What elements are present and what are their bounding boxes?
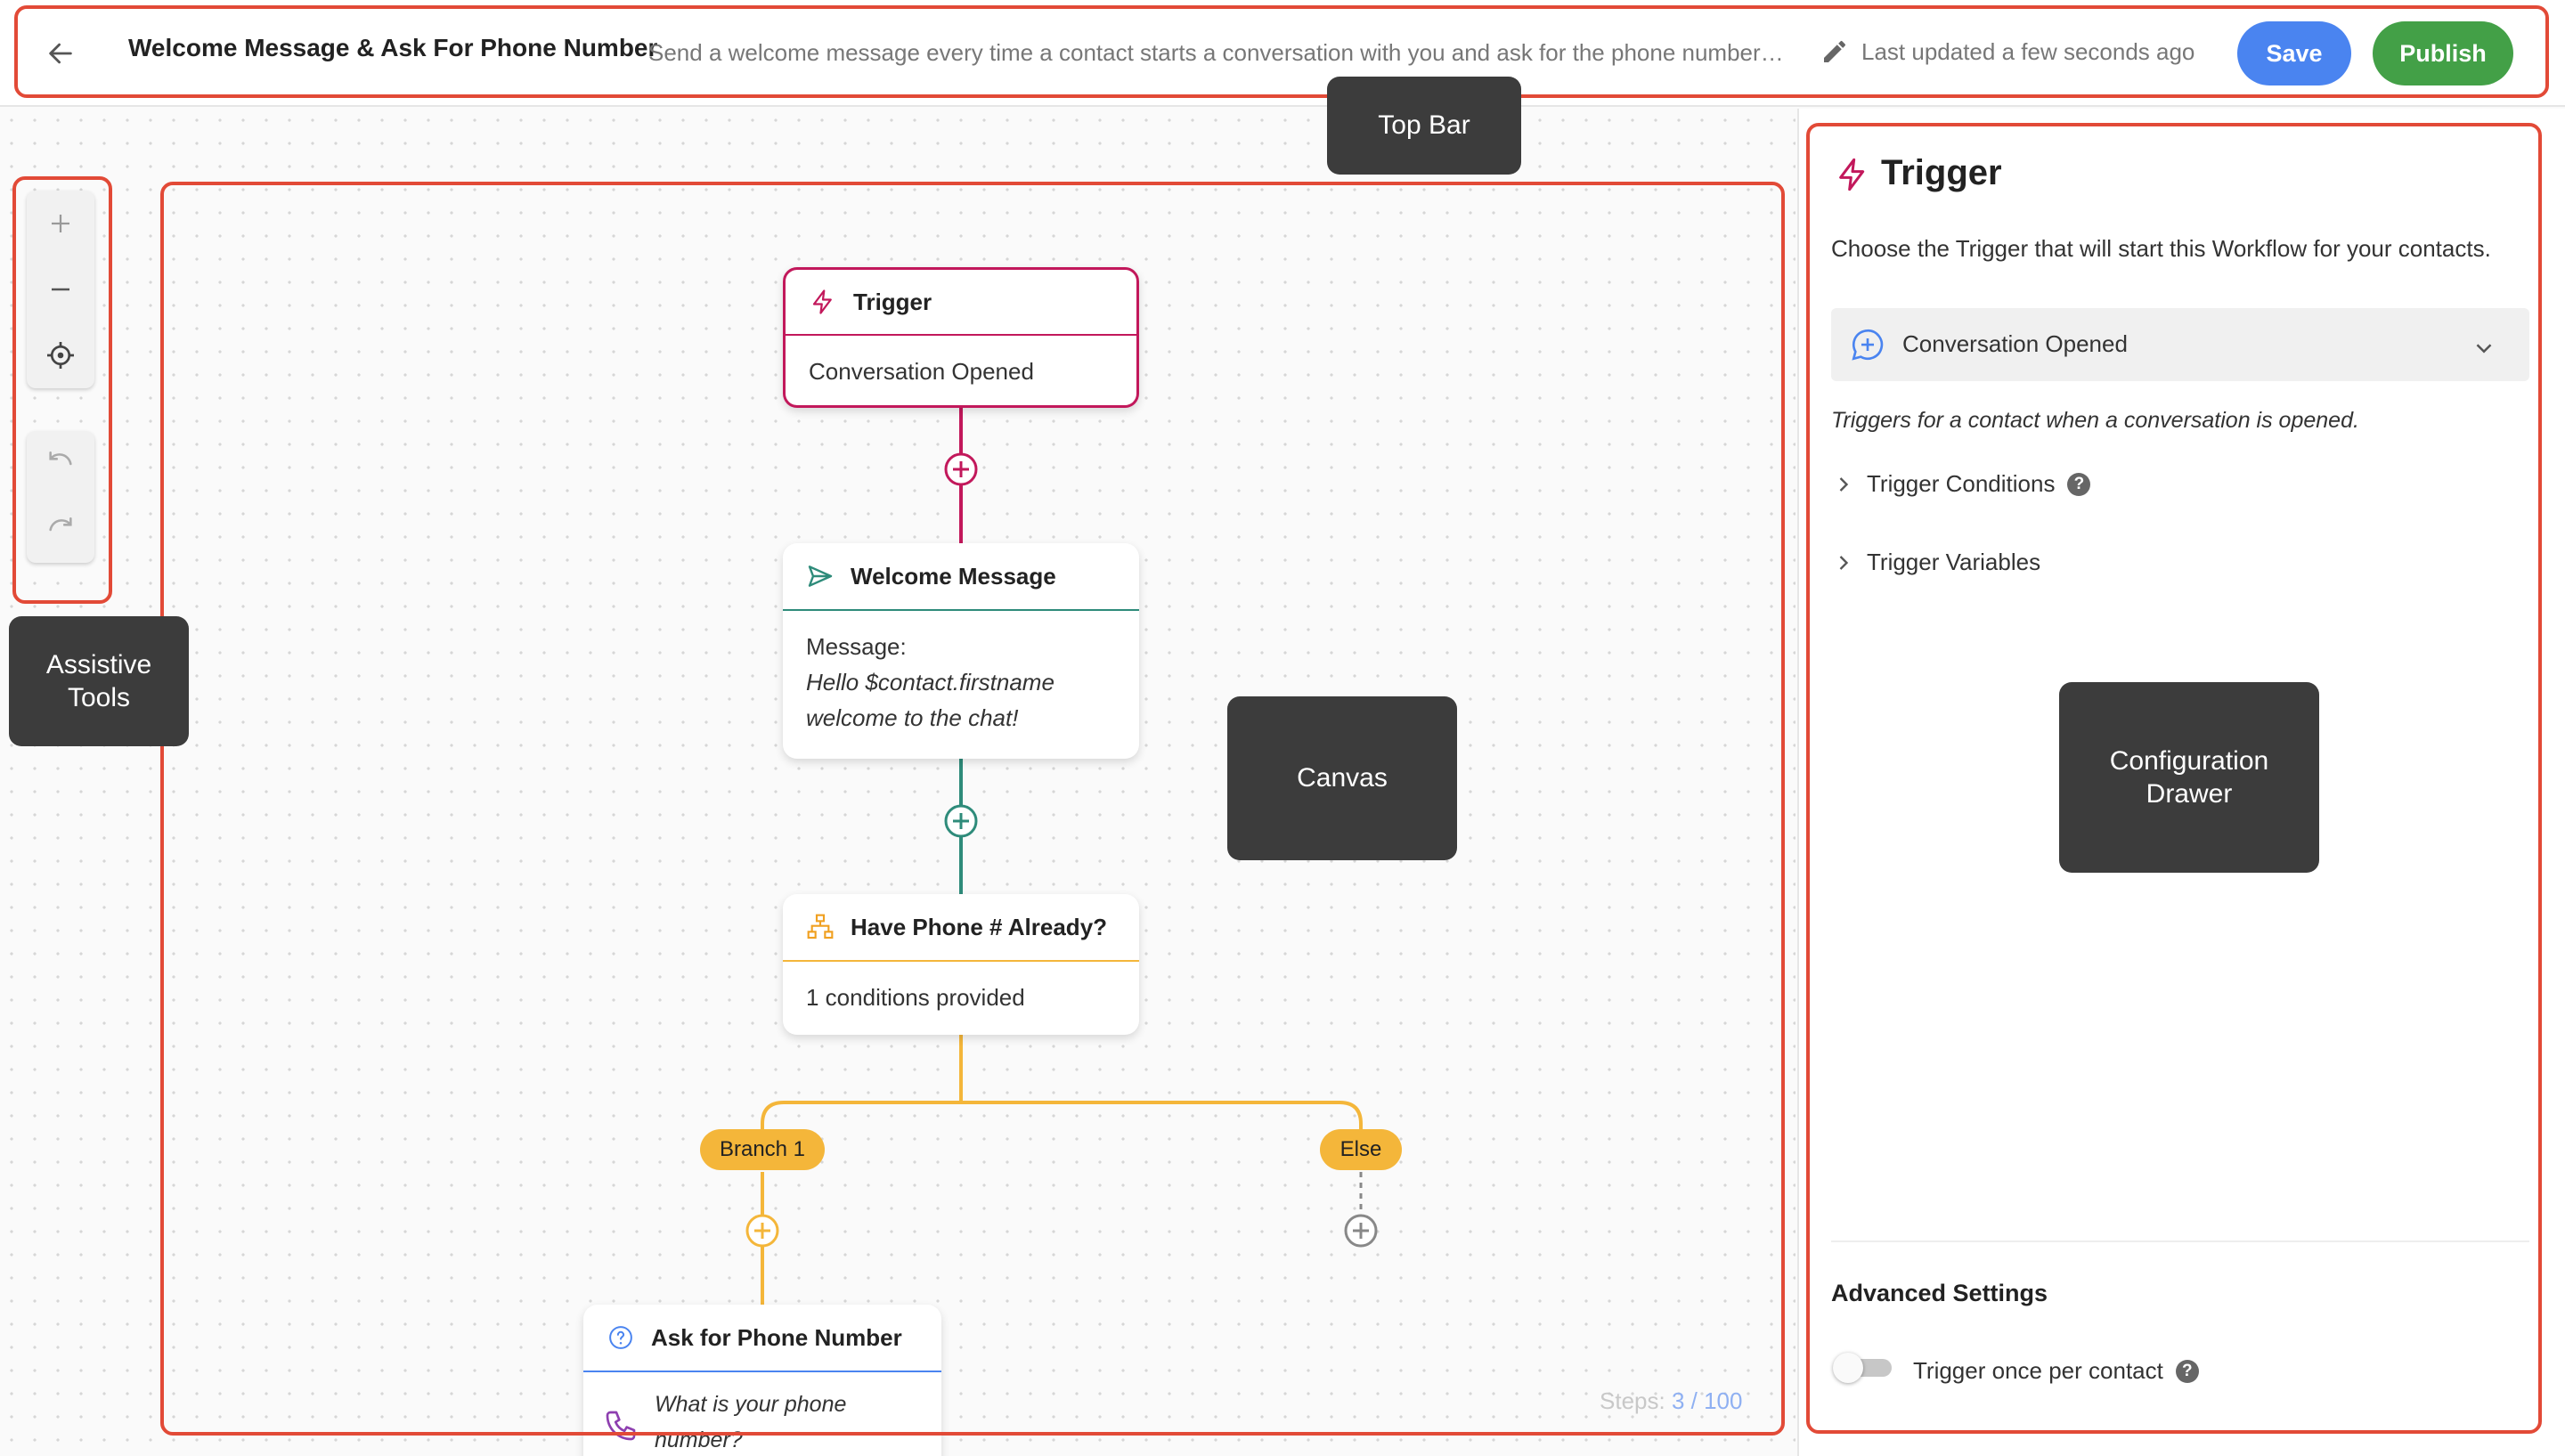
- callout-line: Assistive: [45, 649, 152, 679]
- node-body: 1 conditions provided: [806, 984, 1025, 1011]
- chevron-down-icon: [2471, 335, 2497, 366]
- add-step-plus-icon[interactable]: [943, 451, 979, 487]
- workflow-title[interactable]: Welcome Message & Ask For Phone Number: [128, 34, 658, 61]
- lightning-icon: [807, 286, 839, 318]
- question-text-line: What is your phone: [655, 1392, 847, 1417]
- undo-button[interactable]: [27, 431, 94, 497]
- chevron-right-icon: [1839, 476, 1849, 492]
- recenter-button[interactable]: [27, 322, 94, 388]
- trigger-description: Triggers for a contact when a conversati…: [1831, 408, 2359, 433]
- callout-line: Tools: [67, 683, 131, 712]
- steps-counter: Steps: 3 / 100: [1600, 1387, 1743, 1414]
- help-icon[interactable]: ?: [2067, 472, 2091, 496]
- trigger-variables-accordion[interactable]: Trigger Variables: [1831, 549, 2040, 576]
- redo-icon: [49, 517, 72, 532]
- assistive-tools-callout: Assistive Tools: [9, 616, 189, 746]
- question-icon: [605, 1322, 637, 1354]
- zoom-toolbar: [27, 191, 94, 388]
- canvas-callout: Canvas: [1227, 696, 1457, 860]
- add-step-plus-icon[interactable]: [745, 1213, 780, 1249]
- accordion-label: Trigger Conditions: [1867, 470, 2056, 497]
- node-body: Conversation Opened: [809, 358, 1034, 385]
- selected-trigger: Conversation Opened: [1902, 330, 2128, 357]
- advanced-settings-title: Advanced Settings: [1831, 1280, 2048, 1306]
- callout-line: Drawer: [2146, 779, 2233, 809]
- message-text-line: Hello $contact.firstname: [806, 669, 1054, 695]
- workflow-canvas[interactable]: [0, 109, 1796, 1456]
- plus-icon: [52, 215, 69, 232]
- drawer-subtitle: Choose the Trigger that will start this …: [1831, 235, 2491, 262]
- zoom-in-button[interactable]: [27, 191, 94, 256]
- zoom-out-button[interactable]: [27, 256, 94, 322]
- steps-max: 100: [1704, 1387, 1743, 1414]
- message-text-line: welcome to the chat!: [806, 704, 1019, 731]
- node-title: Have Phone # Already?: [851, 913, 1108, 940]
- crosshair-icon: [47, 342, 74, 369]
- chat-plus-icon: [1849, 326, 1886, 368]
- top-bar-callout: Top Bar: [1327, 77, 1521, 175]
- condition-node[interactable]: Have Phone # Already? 1 conditions provi…: [783, 894, 1139, 1035]
- chevron-right-icon: [1839, 555, 1849, 570]
- steps-current: 3: [1671, 1387, 1685, 1414]
- top-bar: Welcome Message & Ask For Phone Number S…: [0, 0, 2565, 107]
- branch-1-tag[interactable]: Branch 1: [700, 1129, 825, 1170]
- once-per-contact-toggle[interactable]: [1833, 1353, 1893, 1383]
- question-text-line: number?: [655, 1428, 743, 1452]
- last-updated-text: Last updated a few seconds ago: [1861, 38, 2195, 65]
- welcome-message-node[interactable]: Welcome Message Message: Hello $contact.…: [783, 543, 1139, 759]
- trigger-select[interactable]: [1831, 308, 2529, 381]
- steps-label: Steps:: [1600, 1387, 1672, 1414]
- accordion-label: Trigger Variables: [1867, 549, 2041, 575]
- add-step-plus-icon[interactable]: [943, 803, 979, 839]
- callout-line: Configuration: [2109, 745, 2269, 776]
- arrow-left-icon: [49, 43, 72, 64]
- once-per-contact-setting: Trigger once per contact ?: [1913, 1357, 2199, 1385]
- help-icon[interactable]: ?: [2175, 1359, 2199, 1383]
- node-title: Ask for Phone Number: [651, 1323, 902, 1351]
- divider: [1831, 1240, 2529, 1242]
- pencil-icon: [1820, 37, 1849, 66]
- trigger-node[interactable]: Trigger Conversation Opened: [783, 267, 1139, 408]
- drawer-title: Trigger: [1881, 153, 2002, 192]
- publish-button[interactable]: Publish: [2373, 21, 2513, 85]
- save-button[interactable]: Save: [2237, 21, 2351, 85]
- add-step-plus-icon[interactable]: [1343, 1213, 1379, 1249]
- send-icon: [804, 560, 836, 592]
- ask-phone-node[interactable]: Ask for Phone Number What is your phone …: [583, 1305, 941, 1456]
- else-branch-tag[interactable]: Else: [1320, 1129, 1402, 1170]
- history-toolbar: [27, 431, 94, 563]
- branch-icon: [804, 911, 836, 943]
- message-label: Message:: [806, 633, 907, 660]
- node-title: Welcome Message: [851, 562, 1056, 590]
- node-title: Trigger: [853, 288, 932, 315]
- redo-button[interactable]: [27, 497, 94, 563]
- lightning-icon: [1835, 155, 1870, 199]
- phone-icon: [603, 1408, 639, 1448]
- toggle-label: Trigger once per contact: [1913, 1357, 2163, 1384]
- undo-icon: [49, 451, 72, 466]
- drawer-callout: Configuration Drawer: [2059, 682, 2319, 873]
- back-button[interactable]: [39, 32, 82, 75]
- trigger-conditions-accordion[interactable]: Trigger Conditions ?: [1831, 470, 2091, 498]
- minus-icon: [52, 288, 69, 291]
